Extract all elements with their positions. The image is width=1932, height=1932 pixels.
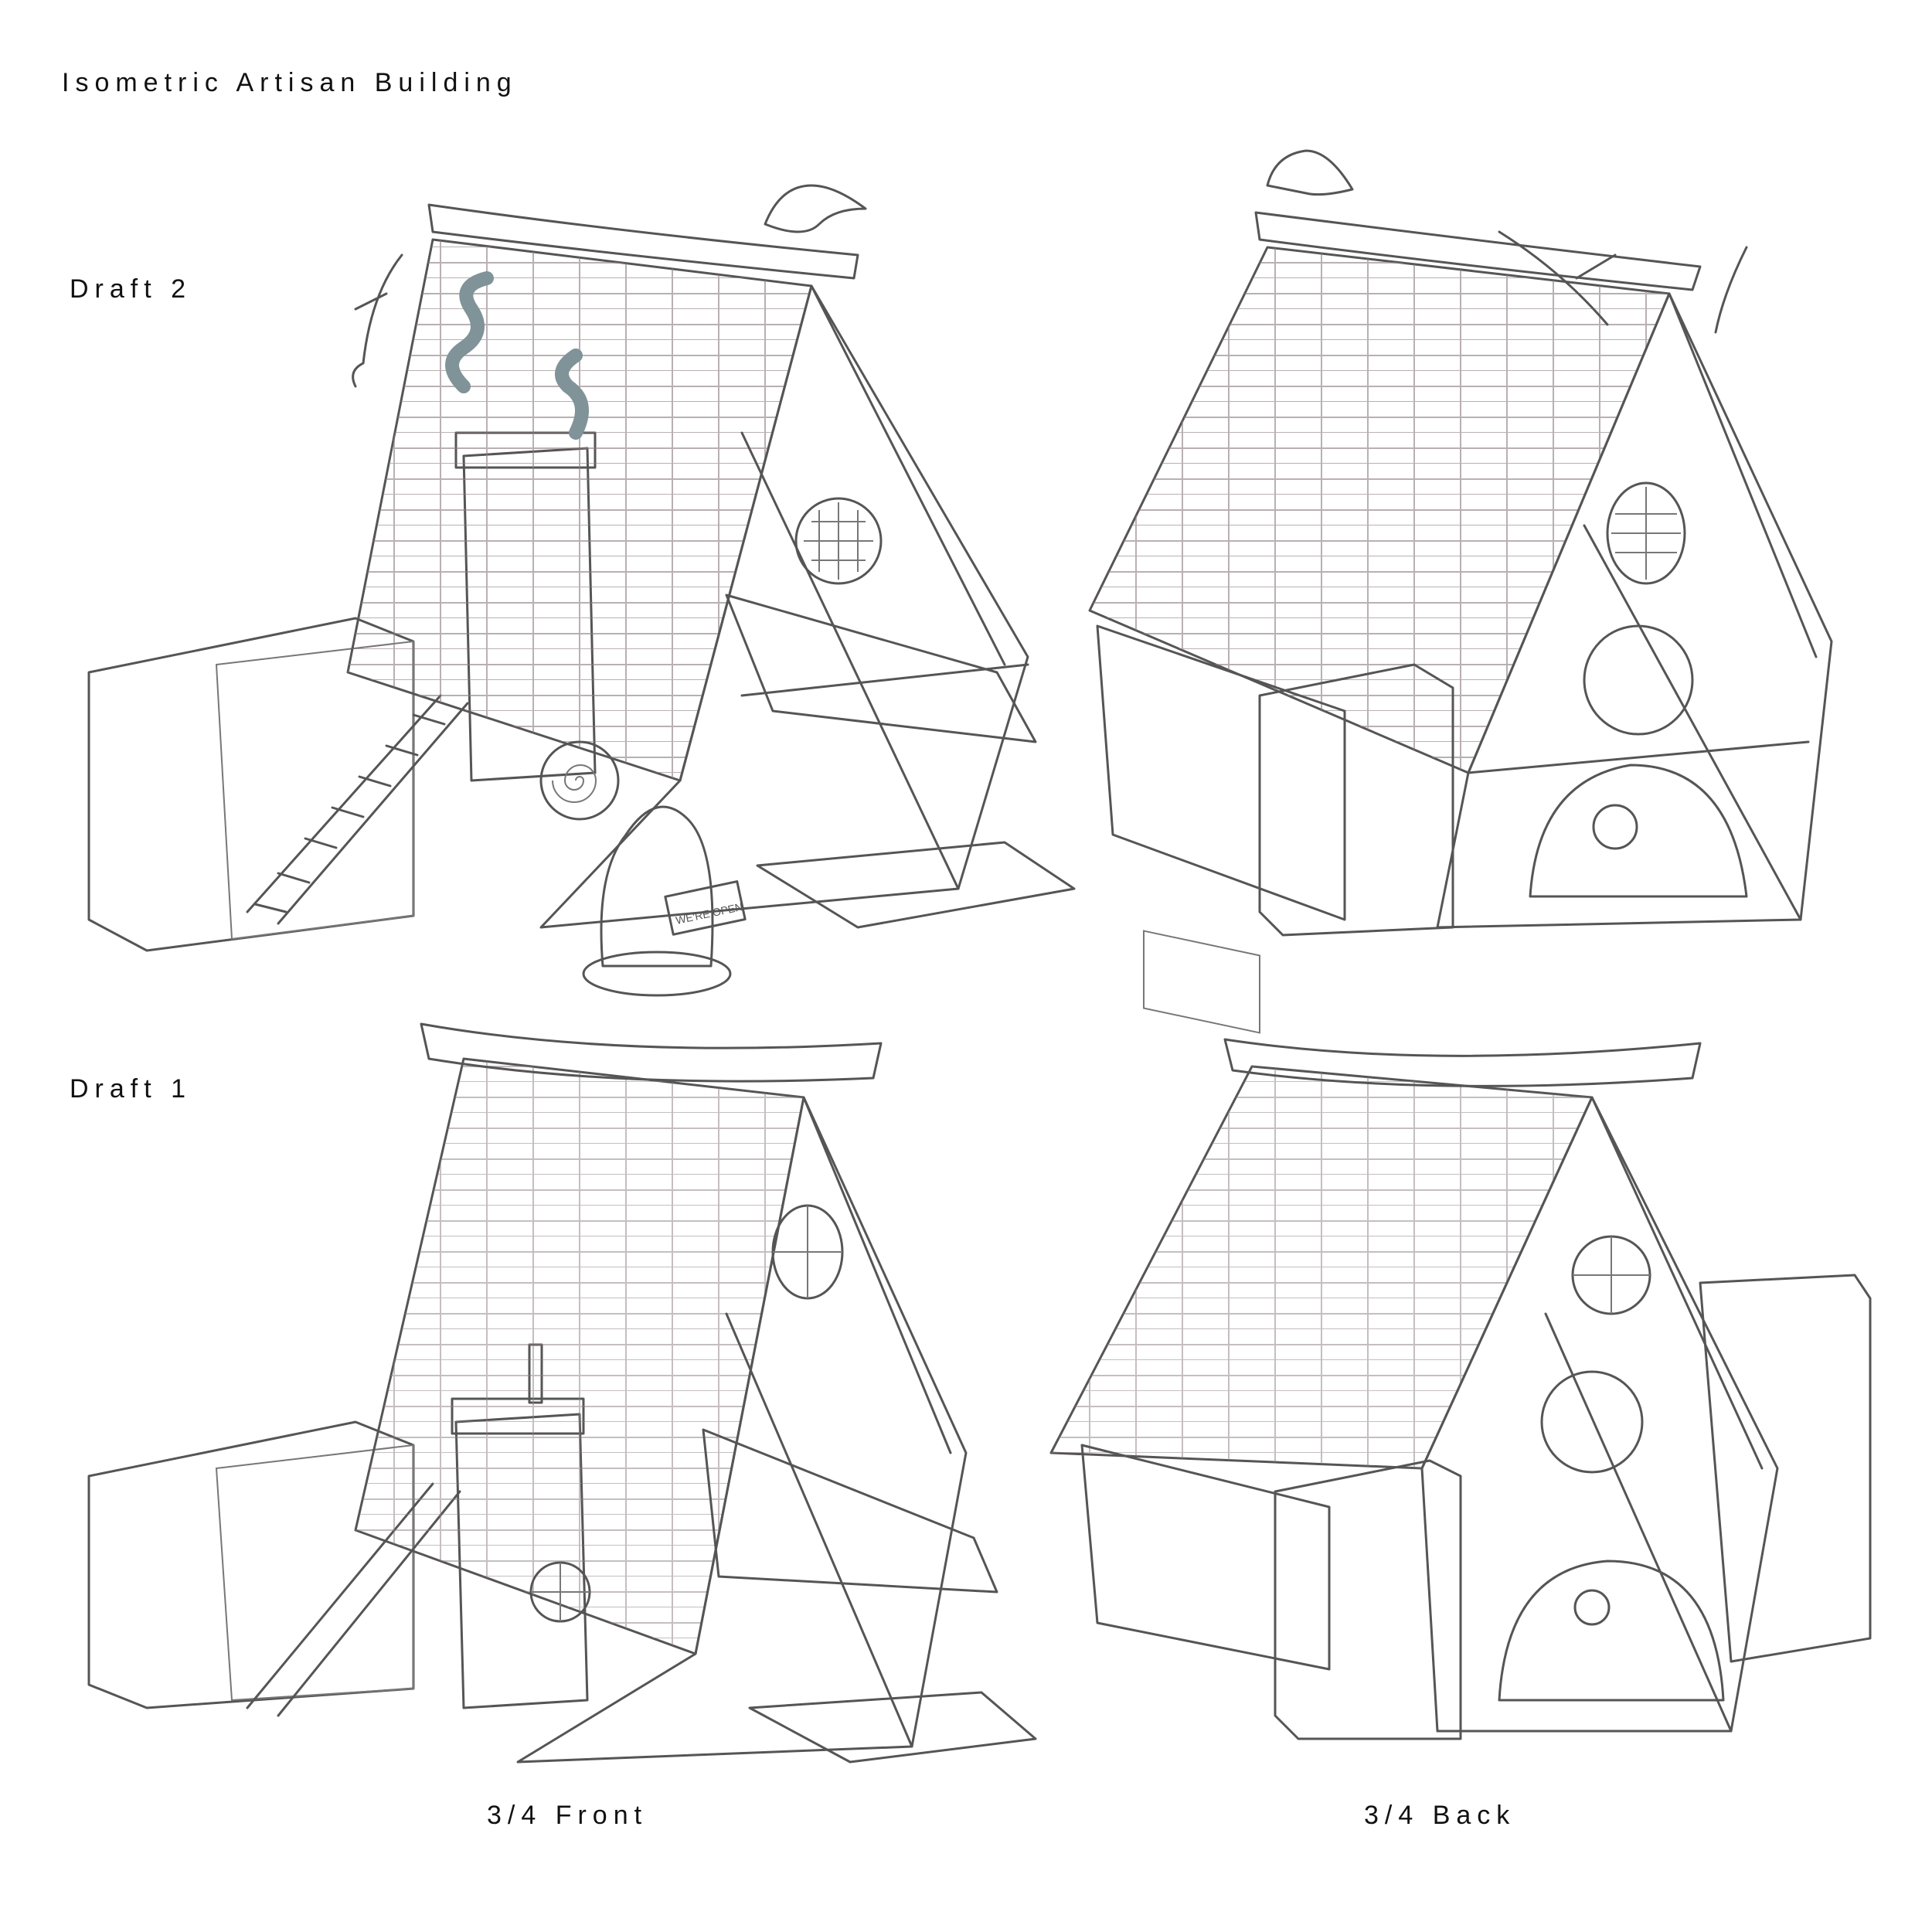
column-label-back: 3/4 Back [1364,1801,1516,1830]
sheet-title: Isometric Artisan Building [62,68,518,97]
gable-wall [1420,1096,1779,1733]
porch-floor [748,1691,1037,1764]
crow-ornament [1266,149,1354,196]
draft2-back-building [1088,149,1833,1034]
bearded-face-medallion [1583,624,1694,736]
back-stone-block [1699,1274,1872,1663]
gable-wall [516,1096,968,1764]
porch-roof [702,1428,998,1594]
lantern-branch [1498,230,1748,334]
roof-ridge-beam [1223,1038,1702,1087]
smoke [445,271,589,440]
staircase [246,694,469,925]
gable-wall [539,284,1029,929]
dome-kiln [1498,1560,1725,1702]
roof-ridge-beam [427,203,859,280]
spiral-window [539,740,620,821]
draft1-front-building [87,1022,1037,1764]
open-sign [664,880,747,936]
porch-floor [756,841,1076,929]
lantern-branch [352,253,403,388]
gable-wall [1436,292,1833,929]
roof-ridge-beam [420,1022,883,1083]
lattice-panel [1143,930,1260,1034]
draft1-back-building [1049,1038,1872,1740]
side-wall [1096,624,1346,921]
round-window [794,497,883,585]
row-label-draft-2: Draft 2 [70,274,192,304]
dome-kiln [1529,764,1748,898]
column-label-front: 3/4 Front [487,1801,648,1830]
stone-block [1274,1459,1462,1740]
stone-block-front-face [215,640,414,940]
row-label-draft-1: Draft 1 [70,1074,192,1104]
draft2-front-building: WE'RE OPEN [87,184,1076,997]
crow-ornament [764,184,867,233]
bearded-face-medallion [1540,1370,1644,1474]
stone-block [1258,663,1454,937]
roof-ridge-beam [1254,211,1702,291]
oval-window [1606,481,1686,585]
side-wall [1080,1444,1331,1671]
dwarf-statue [582,805,732,997]
porch-roof [725,594,1037,743]
